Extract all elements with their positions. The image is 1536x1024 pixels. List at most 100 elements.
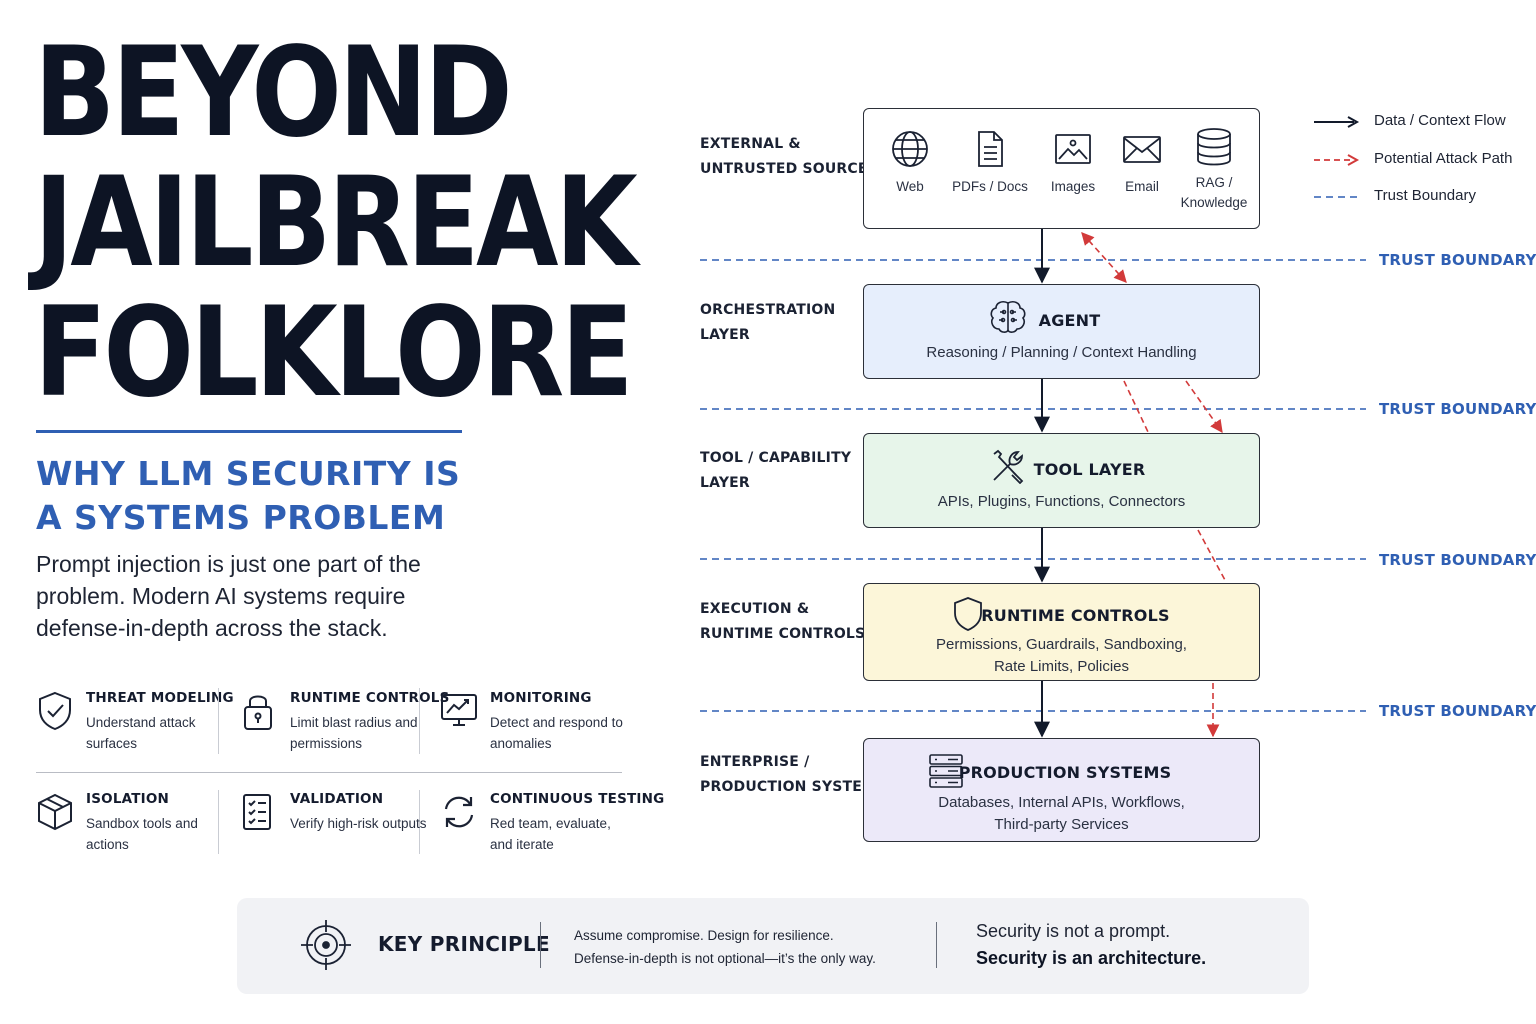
layer-label-line: ENTERPRISE / (700, 754, 810, 770)
production-systems-desc: Databases, Internal APIs, Workflows, Thi… (864, 792, 1259, 836)
shield-icon (954, 597, 982, 631)
layer-label-line: TOOL / CAPABILITY (700, 450, 852, 466)
key-closing-line-strong: Security is an architecture. (976, 948, 1207, 968)
practice-desc: Red team, evaluate, and iterate (490, 816, 611, 852)
key-principle-text: Assume compromise. Design for resilience… (574, 924, 876, 970)
practice-monitoring: MONITORING Detect and respond to anomali… (440, 688, 630, 758)
trust-boundary-label: TRUST BOUNDARY (1379, 400, 1536, 418)
source-images: Images (1033, 129, 1113, 197)
runtime-controls-desc: Permissions, Guardrails, Sandboxing, Rat… (864, 634, 1259, 678)
practice-continuous-testing: CONTINUOUS TESTING Red team, evaluate, a… (440, 789, 664, 859)
source-label: RAG / Knowledge (1174, 173, 1254, 213)
layer-label-line: LAYER (700, 475, 750, 491)
globe-icon (892, 131, 928, 167)
runtime-controls-title: RUNTIME CONTROLS (981, 606, 1170, 625)
source-label: Images (1050, 179, 1096, 194)
layer-label-line: ORCHESTRATION (700, 302, 836, 318)
title-underline (36, 430, 462, 433)
intro-paragraph: Prompt injection is just one part of the… (36, 551, 421, 641)
source-label: Email (1125, 179, 1159, 194)
practice-title: CONTINUOUS TESTING (490, 791, 665, 807)
practice-desc: Limit blast radius and permissions (290, 715, 418, 751)
practice-desc: Detect and respond to anomalies (490, 715, 623, 751)
envelope-icon (1123, 136, 1161, 163)
practice-title: THREAT MODELING (86, 690, 234, 706)
key-text-line: Defense-in-depth is not optional—it’s th… (574, 951, 876, 966)
tool-layer-box: TOOL LAYER APIs, Plugins, Functions, Con… (863, 433, 1260, 528)
source-label: PDFs / Docs (952, 179, 1028, 194)
column-divider (218, 688, 219, 754)
dashed-red-arrow-icon (1314, 153, 1360, 166)
attack-path-arrow (1123, 380, 1149, 433)
column-divider (218, 790, 219, 854)
subtitle-line-2: A SYSTEMS PROBLEM (36, 498, 446, 537)
shield-check-icon (39, 691, 71, 731)
row-divider (36, 772, 622, 773)
layer-label-line: EXECUTION & (700, 601, 810, 617)
desc-line: Permissions, Guardrails, Sandboxing, (936, 636, 1187, 653)
practices-grid: THREAT MODELING Understand attack surfac… (36, 688, 664, 859)
refresh-icon (444, 796, 474, 828)
layer-label-tool: TOOL / CAPABILITY LAYER (700, 446, 851, 496)
practice-title: VALIDATION (290, 791, 384, 807)
practice-title: ISOLATION (86, 791, 170, 807)
practice-isolation: ISOLATION Sandbox tools and actions (36, 789, 226, 859)
tool-layer-title: TOOL LAYER (1033, 460, 1146, 479)
practice-validation: VALIDATION Verify high-risk outputs (240, 789, 430, 859)
layer-label-line: LAYER (700, 327, 750, 343)
legend-label: Potential Attack Path (1374, 149, 1513, 167)
legend-label: Data / Context Flow (1374, 112, 1506, 129)
layer-label-orchestration: ORCHESTRATION LAYER (700, 298, 835, 348)
database-icon (1197, 128, 1231, 166)
padlock-icon (244, 695, 272, 730)
source-label-line: RAG / (1195, 175, 1233, 190)
monitor-chart-icon (441, 694, 477, 726)
source-web: Web (870, 129, 950, 197)
layer-label-line: PRODUCTION SYSTEMS (700, 779, 887, 795)
crosshair-target-icon (301, 920, 351, 970)
practice-title: MONITORING (490, 690, 592, 706)
key-principle-banner: KEY PRINCIPLE Assume compromise. Design … (237, 898, 1309, 994)
agent-title: AGENT (1038, 311, 1101, 330)
key-text-line: Assume compromise. Design for resilience… (574, 928, 834, 943)
key-closing-line: Security is not a prompt. (976, 921, 1171, 941)
title-line-3: FOLKLORE (34, 281, 634, 425)
server-icon (929, 754, 963, 788)
title-line-1: BEYOND (34, 21, 513, 165)
page-title: BEYOND JAILBREAK FOLKLORE (34, 21, 638, 425)
key-principle-title: KEY PRINCIPLE (378, 932, 550, 956)
trust-boundary-label: TRUST BOUNDARY (1379, 251, 1536, 269)
subtitle-line-1: WHY LLM SECURITY IS (36, 454, 461, 493)
practice-desc: Understand attack surfaces (86, 715, 196, 751)
practice-threat-modeling: THREAT MODELING Understand attack surfac… (36, 688, 234, 758)
trust-boundary-label: TRUST BOUNDARY (1379, 551, 1536, 569)
practice-desc: Sandbox tools and actions (86, 816, 198, 852)
key-principle-closing: Security is not a prompt. Security is an… (976, 918, 1206, 972)
cube-icon (38, 793, 72, 831)
tools-icon (993, 449, 1024, 484)
layer-label-enterprise: ENTERPRISE / PRODUCTION SYSTEMS (700, 750, 887, 800)
practice-runtime-controls: RUNTIME CONTROLS Limit blast radius and … (240, 688, 449, 758)
dashed-blue-line-icon (1314, 196, 1358, 198)
source-label-line: Knowledge (1180, 195, 1248, 210)
source-rag-knowledge: RAG / Knowledge (1174, 127, 1254, 213)
column-divider (419, 790, 420, 854)
subtitle: WHY LLM SECURITY IS A SYSTEMS PROBLEM (36, 452, 460, 540)
production-systems-title: PRODUCTION SYSTEMS (958, 763, 1172, 782)
legend-label: Trust Boundary (1374, 187, 1476, 204)
agent-desc: Reasoning / Planning / Context Handling (926, 344, 1197, 361)
production-systems-box: PRODUCTION SYSTEMS Databases, Internal A… (863, 738, 1260, 842)
practice-title: RUNTIME CONTROLS (290, 690, 450, 706)
layer-label-line: EXTERNAL & (700, 136, 801, 152)
layer-label-external: EXTERNAL & UNTRUSTED SOURCES (700, 132, 878, 182)
desc-line: Rate Limits, Policies (993, 658, 1130, 675)
key-divider (540, 922, 541, 968)
layer-label-execution: EXECUTION & RUNTIME CONTROLS (700, 597, 865, 647)
desc-line: Third-party Services (994, 816, 1129, 833)
title-line-2: JAILBREAK (34, 151, 638, 295)
external-sources-box: Web PDFs / Docs Images Email (863, 108, 1260, 229)
key-divider (936, 922, 937, 968)
document-icon (978, 131, 1003, 167)
source-label: Web (896, 179, 924, 194)
